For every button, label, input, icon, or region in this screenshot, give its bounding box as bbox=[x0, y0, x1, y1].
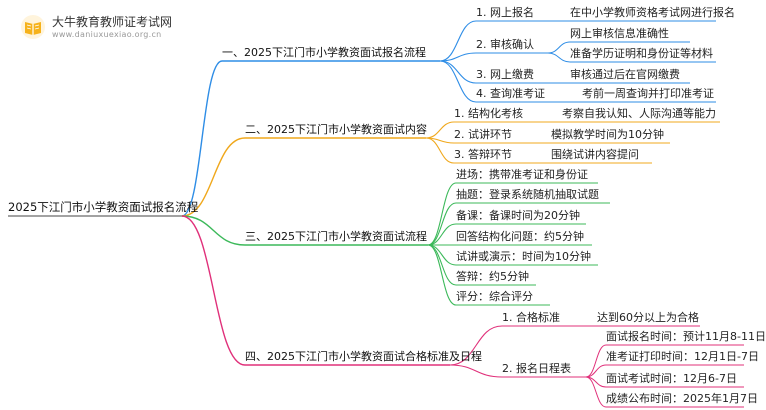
b4-detail-link-2-1 bbox=[585, 344, 607, 378]
b2-item-1-detail: 考察自我认知、人际沟通等能力 bbox=[562, 107, 716, 120]
b2-link-1 bbox=[425, 121, 455, 139]
b1-detail-link-2-1 bbox=[547, 41, 571, 54]
b1-item-1-detail: 在中小学教师资格考试网进行报名 bbox=[570, 6, 735, 19]
b4-detail-link-2-4 bbox=[585, 376, 607, 408]
b2-item-1: 1. 结构化考核 bbox=[454, 107, 523, 120]
b4-link-2 bbox=[449, 364, 503, 378]
root-link-4 bbox=[181, 215, 246, 366]
branch-2-title: 二、2025下江门市小学教资面试内容 bbox=[245, 123, 427, 136]
b3-link-3 bbox=[427, 223, 457, 246]
b4-item-2-detail-4: 成绩公布时间：2025年1月7日 bbox=[606, 392, 758, 405]
root-link-3 bbox=[181, 215, 246, 246]
b3-item-4: 回答结构化问题：约5分钟 bbox=[456, 230, 584, 243]
branch-1-title: 一、2025下江门市小学教资面试报名流程 bbox=[222, 46, 426, 59]
b3-item-3: 备课：备课时间为20分钟 bbox=[456, 209, 580, 222]
b1-item-3-detail: 审核通过后在官网缴费 bbox=[570, 68, 680, 81]
brand-name: 大牛教育教师证考试网 bbox=[52, 15, 173, 29]
root-topic: 2025下江门市小学教资面试报名流程 bbox=[8, 200, 199, 214]
b3-link-6 bbox=[427, 244, 457, 286]
b4-item-1: 1. 合格标准 bbox=[502, 311, 560, 324]
b1-item-2-detail-1: 网上审核信息准确性 bbox=[570, 27, 669, 40]
root-link-2 bbox=[181, 137, 246, 217]
b4-item-2: 2. 报名日程表 bbox=[502, 362, 571, 375]
b1-item-1: 1. 网上报名 bbox=[476, 6, 534, 19]
b1-item-3: 3. 网上缴费 bbox=[476, 68, 534, 81]
b1-link-3 bbox=[439, 60, 477, 84]
site-url: www.daniuxuexiao.org.cn bbox=[52, 30, 162, 39]
b3-link-1 bbox=[427, 182, 457, 246]
b4-link-1 bbox=[449, 325, 503, 366]
root-link-1 bbox=[181, 60, 223, 217]
b1-item-2: 2. 审核确认 bbox=[476, 38, 534, 51]
b1-item-2-detail-2: 准备学历证明和身份证等材料 bbox=[570, 47, 713, 60]
branch-3-title: 三、2025下江门市小学教资面试流程 bbox=[245, 230, 427, 243]
b1-link-4 bbox=[439, 60, 477, 103]
b2-item-3: 3. 答辩环节 bbox=[454, 148, 512, 161]
b3-item-1: 进场：携带准考证和身份证 bbox=[456, 168, 588, 181]
b3-link-2 bbox=[427, 202, 457, 246]
b4-item-1-detail: 达到60分以上为合格 bbox=[597, 311, 699, 324]
b2-item-2: 2. 试讲环节 bbox=[454, 128, 512, 141]
b1-item-4: 4. 查询准考证 bbox=[476, 87, 545, 100]
mindmap-canvas: 大牛教育教师证考试网 www.daniuxuexiao.org.cn 2025下… bbox=[8, 6, 766, 408]
b2-item-3-detail: 围绕试讲内容提问 bbox=[551, 148, 639, 161]
book-logo-icon bbox=[21, 15, 45, 39]
b3-item-6: 答辩：约5分钟 bbox=[456, 270, 529, 283]
b3-item-7: 评分：综合评分 bbox=[456, 290, 533, 303]
b3-link-5 bbox=[427, 244, 457, 266]
b4-item-2-detail-1: 面试报名时间：预计11月8-11日 bbox=[606, 330, 766, 343]
b1-link-1 bbox=[439, 20, 477, 62]
b4-item-2-detail-2: 准考证打印时间：12月1日-7日 bbox=[606, 350, 759, 363]
b3-item-2: 抽题：登录系统随机抽取试题 bbox=[456, 188, 599, 201]
b1-link-2 bbox=[439, 52, 477, 62]
b4-detail-link-2-2 bbox=[585, 364, 607, 378]
b1-item-4-detail: 考前一周查询并打印准考证 bbox=[582, 87, 714, 100]
b2-item-2-detail: 模拟教学时间为10分钟 bbox=[551, 128, 664, 141]
branch-4-title: 四、2025下江门市小学教资面试合格标准及日程 bbox=[245, 350, 482, 363]
b3-item-5: 试讲或演示：时间为10分钟 bbox=[456, 250, 591, 263]
b4-item-2-detail-3: 面试考试时间：12月6-7日 bbox=[606, 372, 737, 385]
b2-link-3 bbox=[425, 137, 455, 164]
b1-detail-link-2-2 bbox=[547, 52, 571, 63]
mindmap-connectors bbox=[8, 20, 744, 408]
b3-link-7 bbox=[427, 244, 457, 306]
